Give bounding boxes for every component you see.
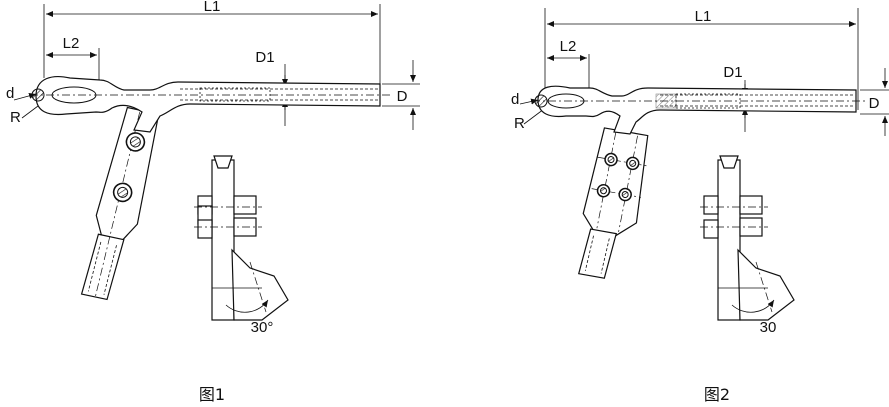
- label-L1: L1: [204, 0, 221, 15]
- side-view: 30: [700, 155, 795, 336]
- clamp-body: [577, 127, 649, 279]
- label-angle: 30: [760, 319, 777, 336]
- label-L2: L2: [63, 35, 80, 52]
- figure-caption: 图1: [199, 385, 225, 404]
- dimension-L1: L1: [544, 8, 859, 110]
- label-L1: L1: [695, 8, 712, 25]
- label-angle: 30°: [251, 319, 274, 336]
- label-L2: L2: [560, 38, 577, 55]
- dimension-D: D: [382, 60, 420, 130]
- label-R: R: [514, 115, 525, 132]
- eye-rod: [532, 85, 866, 135]
- label-D: D: [869, 95, 880, 112]
- label-R: R: [10, 109, 21, 126]
- figure-1: L1 L2 D1 D d R: [6, 0, 420, 404]
- clamp-body: [80, 106, 160, 301]
- label-d: d: [6, 85, 14, 102]
- figure-caption: 图2: [704, 385, 730, 404]
- label-d: d: [511, 91, 519, 108]
- eye-rod: [30, 75, 392, 133]
- label-D: D: [397, 88, 408, 105]
- label-D1: D1: [723, 64, 742, 81]
- label-D1: D1: [255, 49, 274, 66]
- side-view: 30°: [194, 155, 289, 336]
- dimension-L1: L1: [43, 0, 381, 100]
- figure-2: L1 L2 D1 D d R: [511, 8, 889, 404]
- dimension-D: D: [860, 68, 889, 136]
